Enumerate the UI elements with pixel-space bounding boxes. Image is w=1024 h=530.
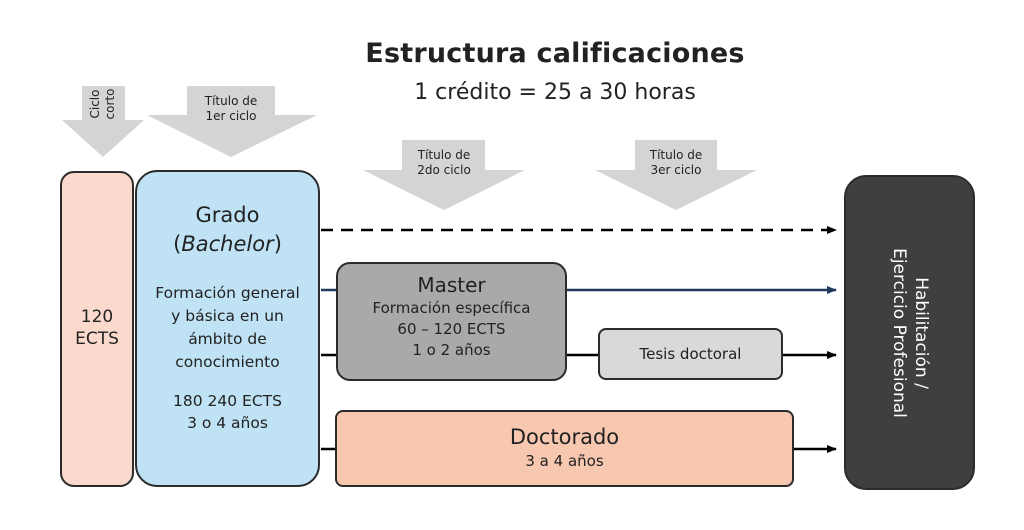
grado-ects: 180 240 ECTS 3 o 4 años — [173, 392, 282, 432]
diagram-subtitle: 1 crédito = 25 a 30 horas — [414, 80, 696, 105]
ects-unit: ECTS — [75, 329, 119, 349]
ciclo-corto-box: 120 ECTS — [60, 171, 134, 487]
titulo-1-label: Título de 1er ciclo — [204, 94, 258, 123]
titulo-3-label: Título de 3er ciclo — [649, 148, 703, 177]
titulo-1-down-arrow — [147, 86, 317, 157]
ects-value: 120 — [80, 307, 114, 327]
ciclo-corto-down-arrow — [62, 86, 144, 157]
titulo-2-label: Título de 2do ciclo — [417, 148, 471, 177]
doctorado-box: Doctorado 3 a 4 años — [335, 410, 794, 487]
diagram-title: Estructura calificaciones — [365, 38, 745, 69]
master-title: Master — [417, 273, 486, 297]
doctorado-duration: 3 a 4 años — [525, 452, 604, 470]
grado-box: Grado (Bachelor) Formación general y bás… — [135, 170, 320, 487]
habilitacion-box: Habilitación / Ejercicio Profesional — [844, 175, 975, 490]
titulo-2-down-arrow — [363, 140, 525, 210]
titulo-3-down-arrow — [595, 140, 757, 210]
ciclo-corto-label: Ciclo corto — [88, 88, 117, 120]
master-box: Master Formación específica 60 – 120 ECT… — [336, 262, 567, 381]
grado-subtitle: (Bachelor) — [173, 232, 282, 256]
doctorado-title: Doctorado — [509, 425, 620, 449]
tesis-doctoral-box: Tesis doctoral — [598, 328, 783, 380]
master-description: Formación específica 60 – 120 ECTS 1 o 2… — [372, 299, 531, 359]
grado-title: Grado — [195, 203, 260, 227]
habilitacion-label: Habilitación / Ejercicio Profesional — [888, 247, 931, 418]
grado-description: Formación general y básica en un ámbito … — [155, 284, 300, 371]
